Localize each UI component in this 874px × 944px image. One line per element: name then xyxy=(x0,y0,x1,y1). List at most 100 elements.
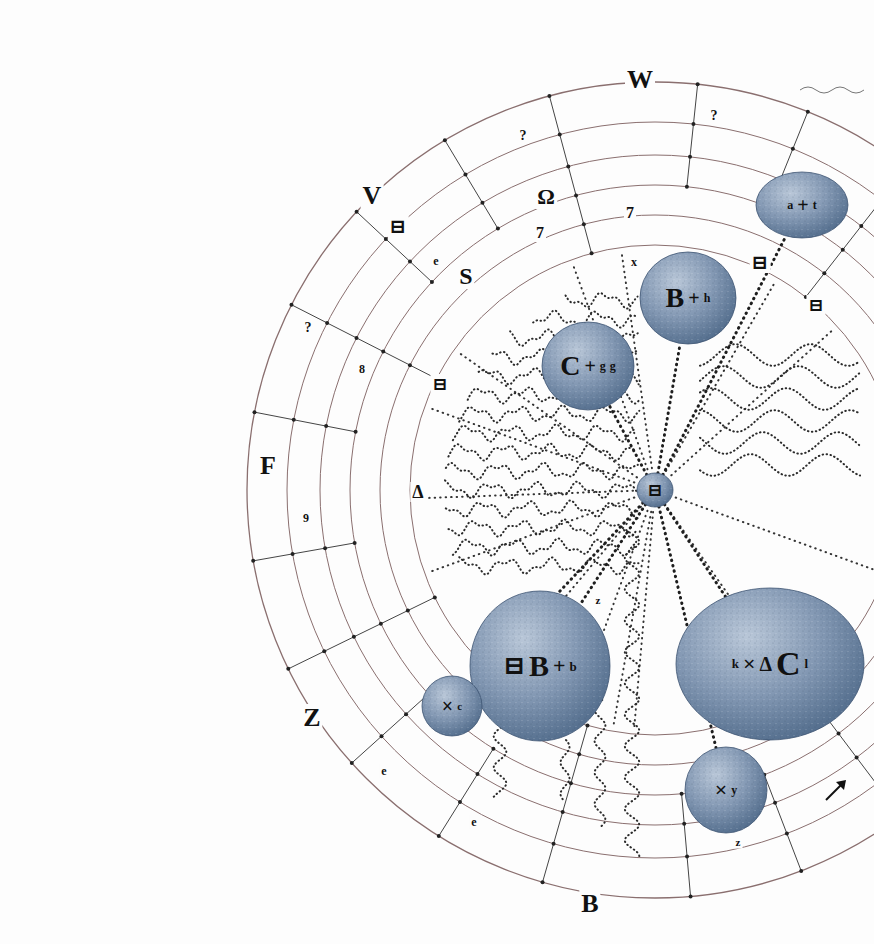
node-dot xyxy=(558,133,562,137)
ring-mark: ⊟ xyxy=(388,215,409,237)
blob-letter: + xyxy=(797,195,808,215)
blob-letter: ⊟ xyxy=(647,481,662,499)
blob-letter: + xyxy=(553,655,566,677)
spoke xyxy=(291,305,436,379)
squiggle xyxy=(448,519,636,536)
squiggle xyxy=(453,538,637,555)
node-dot xyxy=(408,363,412,367)
blob-node: a+t xyxy=(756,172,848,238)
squiggle xyxy=(446,500,638,518)
node-dot xyxy=(458,800,462,804)
node-dot xyxy=(325,321,329,325)
node-dot xyxy=(289,303,293,307)
node-dot xyxy=(354,430,358,434)
squiggle xyxy=(700,410,860,432)
node-dot xyxy=(680,792,684,796)
node-dot xyxy=(355,336,359,340)
dotted-connector xyxy=(580,504,645,604)
ring-mark: Ω xyxy=(535,185,557,209)
squiggle xyxy=(700,388,860,410)
node-dot xyxy=(685,185,689,189)
node-dot xyxy=(691,122,695,126)
node-dot xyxy=(582,222,586,226)
blob-node: ⊟B+b xyxy=(470,591,610,741)
blob-node: B+h xyxy=(640,252,736,344)
dotted-connector xyxy=(665,504,726,597)
compass-letter: B xyxy=(579,890,600,918)
blob-letter: C xyxy=(776,647,801,681)
spoke xyxy=(439,749,494,836)
ring xyxy=(247,82,874,898)
ring xyxy=(287,122,874,858)
node-dot xyxy=(480,201,484,205)
node-dot xyxy=(688,155,692,159)
blob-node: ×y xyxy=(685,747,767,833)
node-dot xyxy=(323,546,327,550)
spoke xyxy=(357,212,432,282)
node-dot xyxy=(837,732,841,736)
blob-letter: Δ xyxy=(760,654,773,674)
node-dot xyxy=(350,761,354,765)
ring-mark: e xyxy=(469,815,478,829)
blob-text: C+gg xyxy=(556,335,620,397)
spoke xyxy=(764,775,801,871)
squiggle xyxy=(494,725,507,797)
ring-mark: z xyxy=(734,836,743,849)
squiggle xyxy=(448,443,636,460)
arrow-mark xyxy=(826,784,842,800)
spoke xyxy=(253,543,354,561)
squiggle xyxy=(453,424,637,441)
blob-letter: c xyxy=(457,701,462,712)
node-dot xyxy=(292,418,296,422)
ring-mark: ? xyxy=(518,128,529,144)
node-dot xyxy=(785,832,789,836)
node-dot xyxy=(475,772,479,776)
node-dot xyxy=(685,855,689,859)
node-dot xyxy=(590,251,594,255)
node-dot xyxy=(577,752,581,756)
squiggle xyxy=(459,557,639,574)
node-dot xyxy=(547,94,551,98)
ring-mark: S xyxy=(457,263,474,289)
node-dot xyxy=(404,712,408,716)
ring-mark: e xyxy=(431,254,440,268)
node-dot xyxy=(463,173,467,177)
node-dot xyxy=(552,842,556,846)
node-dot xyxy=(561,810,565,814)
ring-mark: 9 xyxy=(301,511,311,525)
node-dot xyxy=(286,667,290,671)
compass-letter: Z xyxy=(301,704,322,732)
blob-letter: B xyxy=(529,651,549,681)
blob-letter: t xyxy=(813,199,817,211)
node-dot xyxy=(682,822,686,826)
squiggle xyxy=(700,432,860,454)
squiggle xyxy=(566,293,638,309)
squiggle xyxy=(700,366,860,388)
node-dot xyxy=(384,237,388,241)
node-dot xyxy=(406,609,410,613)
ring-mark: e xyxy=(379,764,388,778)
blob-text: B+h xyxy=(654,266,721,330)
dotted-connector xyxy=(609,405,647,475)
blob-letter: y xyxy=(731,784,737,796)
blob-letter: B xyxy=(666,284,685,312)
blob-letter: + xyxy=(584,356,595,376)
node-dot xyxy=(252,410,256,414)
node-dot xyxy=(859,224,863,228)
ring-mark: Δ xyxy=(410,482,425,502)
node-dot xyxy=(496,227,500,231)
arrow-head xyxy=(836,780,846,790)
dotted-ray xyxy=(613,512,651,727)
ring-mark: ⊟ xyxy=(750,251,771,273)
squiggle xyxy=(700,454,860,476)
node-dot xyxy=(352,635,356,639)
blob-text: k×ΔCl xyxy=(704,611,836,717)
squiggle xyxy=(625,530,640,858)
ring-mark: 7 xyxy=(534,224,546,242)
blob-node: C+gg xyxy=(542,322,634,410)
spoke xyxy=(687,84,698,186)
node-dot xyxy=(806,110,810,114)
blob-node: k×ΔCl xyxy=(676,588,864,740)
blob-letter: l xyxy=(805,657,809,670)
blob-text: ⊟B+b xyxy=(491,614,589,719)
